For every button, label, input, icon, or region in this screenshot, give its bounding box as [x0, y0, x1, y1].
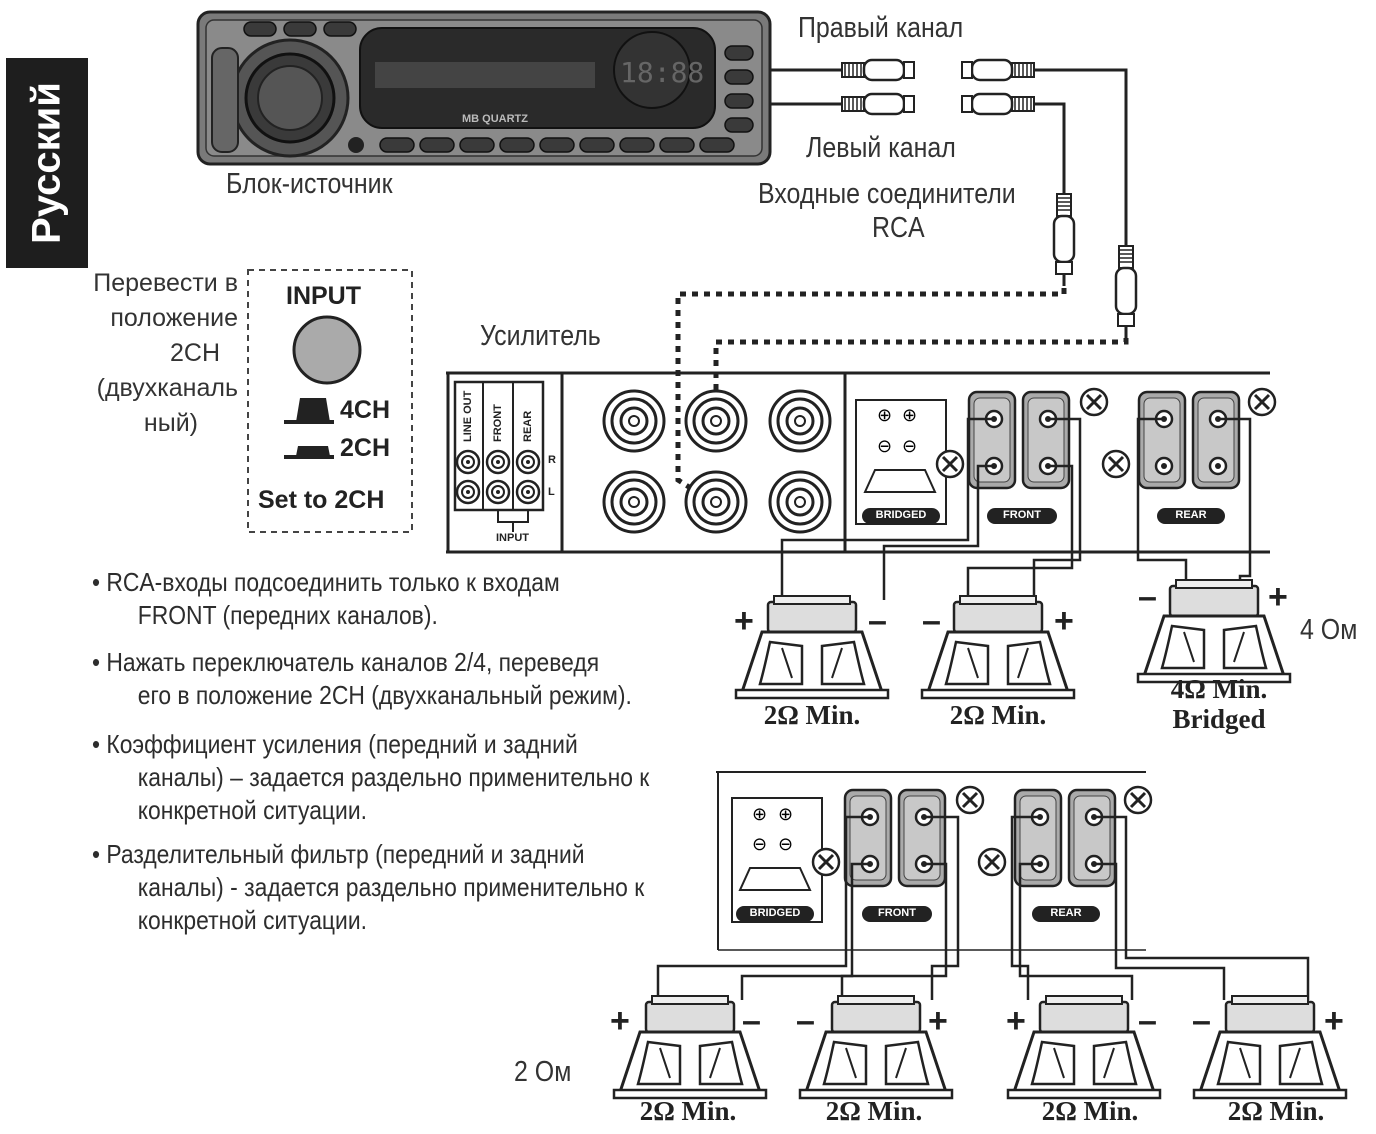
svg-text:–: –	[1138, 578, 1157, 616]
note-line: • Коэффициент усиления (передний и задни…	[92, 729, 578, 759]
config-4ohm-label: 4 Ом	[1300, 614, 1358, 646]
l-label: L	[548, 486, 555, 498]
svg-text:–: –	[742, 1002, 761, 1040]
switch-instruction-line: (двухканаль	[96, 374, 238, 402]
note-line: • RCA-входы подсоединить только к входам	[92, 567, 560, 597]
speaker-6-rating: 2Ω Min.	[1041, 1096, 1139, 1126]
note-line: • Нажать переключатель каналов 2/4, пере…	[92, 647, 600, 677]
note-2: • Нажать переключатель каналов 2/4, пере…	[92, 646, 632, 712]
amplifier-panel-2: ⊕ ⊕ ⊖ ⊖	[716, 771, 1153, 951]
note-line: каналы) – задается раздельно применитель…	[137, 762, 650, 792]
note-4: • Разделительный фильтр (передний и задн…	[92, 838, 644, 937]
svg-text:–: –	[868, 602, 887, 640]
speaker-2	[920, 594, 1076, 700]
rear-terminal-label: REAR	[1175, 509, 1207, 521]
set-to-2ch: Set to 2CH	[258, 486, 385, 514]
switch-instruction-line: 2CH	[169, 339, 220, 367]
svg-text:+: +	[1054, 602, 1074, 640]
switch-instruction-line: Перевести в	[93, 269, 238, 297]
svg-text:+: +	[1268, 578, 1288, 616]
rca-connectors-label-2: RCA	[872, 212, 925, 244]
speaker-4-rating: 2Ω Min.	[639, 1096, 737, 1126]
r-label: R	[548, 454, 556, 466]
svg-text:⊖: ⊖	[902, 436, 917, 457]
speaker-5-rating: 2Ω Min.	[825, 1096, 923, 1126]
switch-2ch-icon	[296, 446, 330, 456]
rca-cables	[770, 68, 1128, 246]
polarity-marks: + – – + – + + – – + + – – +	[610, 578, 1344, 1040]
switch-instruction: Перевести в положение 2CH (двухканаль ны…	[88, 266, 238, 441]
rca-connectors-label-1: Входные соединители	[758, 178, 1016, 210]
rear-input-label: REAR	[522, 410, 534, 442]
note-line: конкретной ситуации.	[137, 905, 367, 935]
option-4ch: 4CH	[340, 396, 391, 424]
svg-text:+: +	[610, 1002, 630, 1040]
speaker-3-sub: Bridged	[1172, 704, 1266, 734]
switch-instruction-line: положение	[110, 304, 238, 332]
line-out-label: LINE OUT	[462, 390, 474, 442]
rear-terminal-label-2: REAR	[1050, 907, 1082, 919]
svg-text:⊖: ⊖	[752, 834, 767, 855]
svg-text:–: –	[922, 602, 941, 640]
input-switch-box	[247, 269, 413, 533]
note-3: • Коэффициент усиления (передний и задни…	[92, 728, 649, 827]
switch-instruction-line: ный)	[143, 409, 198, 437]
input-label: INPUT	[496, 532, 529, 544]
front-terminal-label: FRONT	[1003, 509, 1041, 521]
svg-text:–: –	[796, 1002, 815, 1040]
svg-text:⊕: ⊕	[752, 804, 767, 825]
head-unit-label: Блок-источник	[226, 168, 393, 200]
svg-text:⊖: ⊖	[778, 834, 793, 855]
config-2ohm-label: 2 Ом	[514, 1056, 572, 1088]
note-line: каналы) - задается раздельно применитель…	[137, 872, 645, 902]
speaker-1	[734, 594, 890, 700]
note-line: конкретной ситуации.	[137, 795, 367, 825]
input-switch-title: INPUT	[286, 282, 361, 310]
svg-text:+: +	[1006, 1002, 1026, 1040]
head-unit: 18:88 MB QUARTZ	[196, 10, 772, 166]
svg-text:⊖: ⊖	[877, 436, 892, 457]
note-line: FRONT (передних каналов).	[137, 600, 438, 630]
head-unit-display: 18:88	[620, 56, 704, 89]
svg-text:+: +	[1324, 1002, 1344, 1040]
speaker-2-rating: 2Ω Min.	[949, 700, 1047, 730]
amplifier-panel: ⊕ ⊕ ⊖ ⊖	[446, 371, 1277, 554]
right-channel-label: Правый канал	[798, 12, 964, 44]
head-unit-brand: MB QUARTZ	[462, 113, 528, 125]
note-line: • Разделительный фильтр (передний и задн…	[92, 839, 585, 869]
front-input-label: FRONT	[492, 404, 504, 442]
svg-text:⊕: ⊕	[778, 804, 793, 825]
note-line: его в положение 2CH (двухканальный режим…	[137, 680, 632, 710]
svg-text:–: –	[1192, 1002, 1211, 1040]
bridged-label-2: BRIDGED	[749, 907, 801, 919]
note-1: • RCA-входы подсоединить только к входам…	[92, 566, 560, 632]
svg-text:⊕: ⊕	[877, 405, 892, 426]
svg-text:⊕: ⊕	[902, 405, 917, 426]
amplifier-label: Усилитель	[480, 320, 601, 352]
input-switch-button	[292, 315, 362, 385]
svg-text:+: +	[928, 1002, 948, 1040]
speaker-7-rating: 2Ω Min.	[1227, 1096, 1325, 1126]
language-tab: Русский	[6, 58, 88, 268]
front-terminal-label-2: FRONT	[878, 907, 916, 919]
svg-text:+: +	[734, 602, 754, 640]
bridged-label: BRIDGED	[875, 509, 927, 521]
speaker-1-rating: 2Ω Min.	[763, 700, 861, 730]
svg-text:–: –	[1138, 1002, 1157, 1040]
option-2ch: 2CH	[340, 434, 391, 462]
left-channel-label: Левый канал	[806, 132, 956, 164]
switch-4ch-icon	[296, 398, 330, 422]
speaker-3-rating: 4Ω Min.	[1170, 674, 1268, 704]
